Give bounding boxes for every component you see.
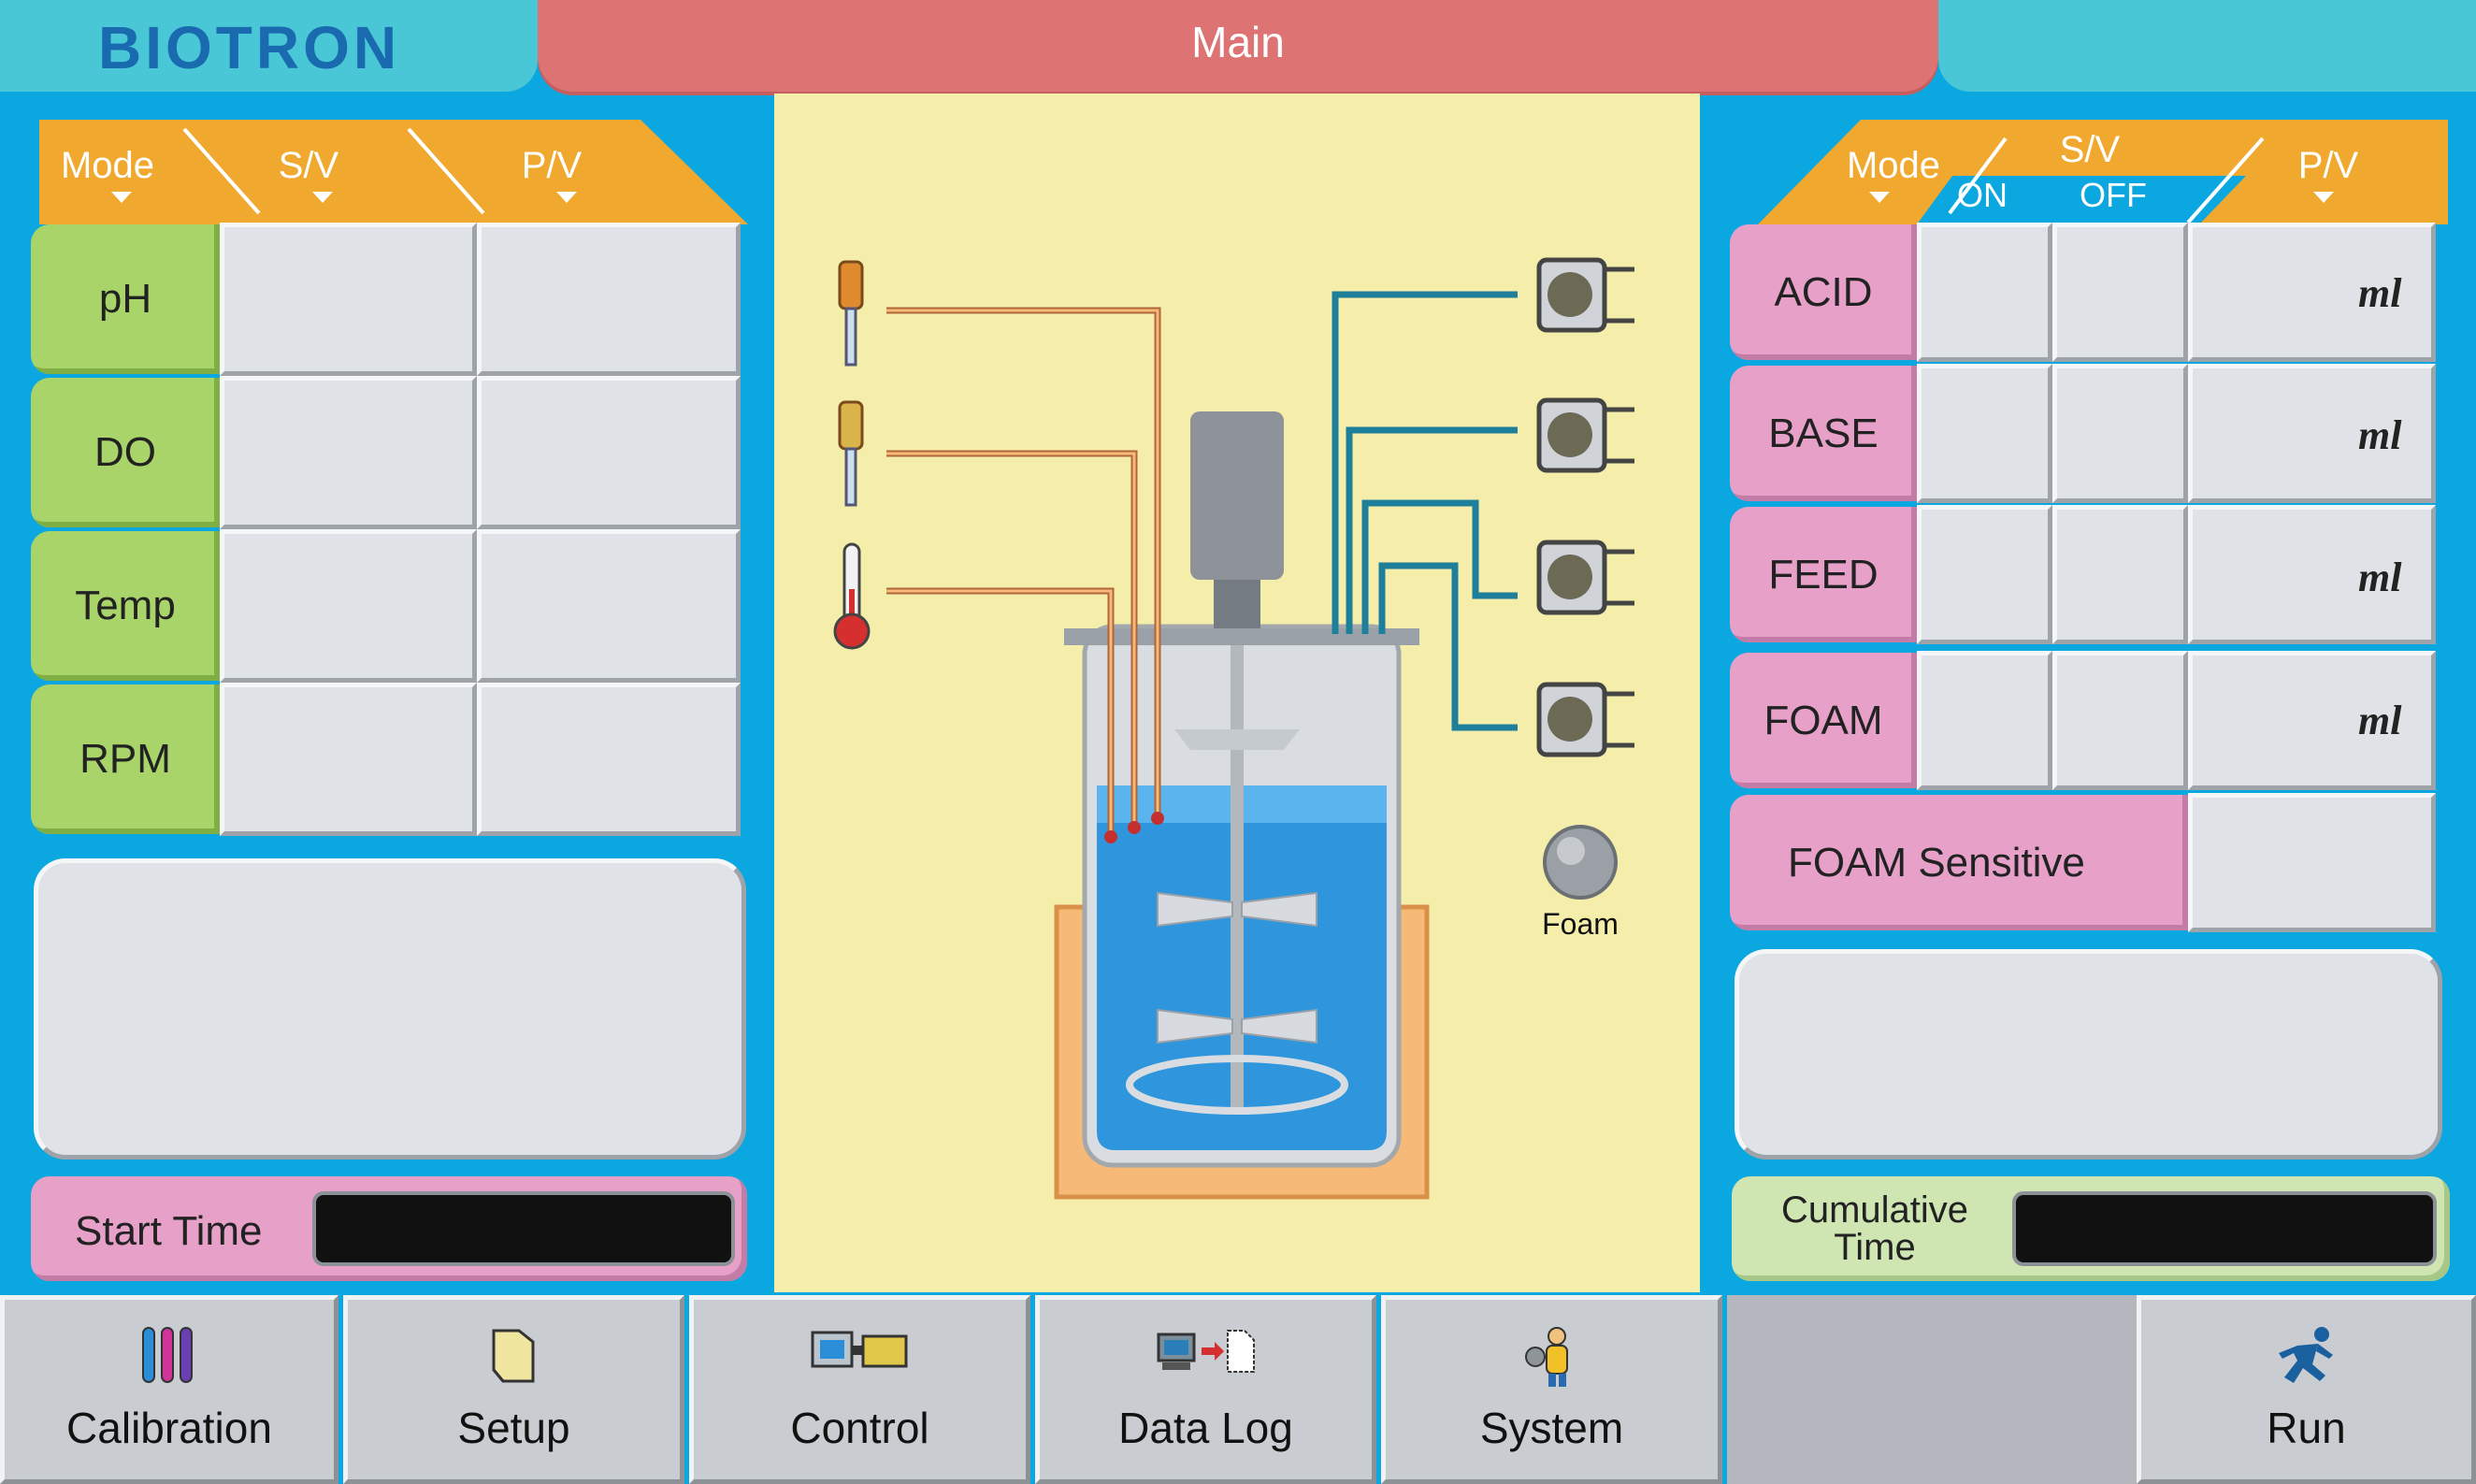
left-sv-header[interactable]: S/V: [278, 145, 339, 186]
mode-button-base[interactable]: BASE: [1730, 366, 1917, 501]
right-sv-header[interactable]: S/V: [2059, 129, 2121, 170]
do-sv-cell[interactable]: [220, 376, 477, 529]
data-log-icon: [1157, 1330, 1255, 1373]
left-sv-caret-icon: [312, 192, 333, 203]
biotron-logo: BIOTRON: [98, 14, 401, 81]
control-button[interactable]: Control: [689, 1295, 1030, 1484]
mode-button-rpm[interactable]: RPM: [31, 684, 220, 834]
feed-on-cell[interactable]: [1917, 505, 2052, 644]
ph-label: pH: [98, 276, 152, 322]
feed-label: FEED: [1768, 551, 1879, 598]
right-message-panel: [1735, 949, 2442, 1160]
run-label: Run: [2267, 1404, 2346, 1452]
mode-button-temp[interactable]: Temp: [31, 531, 220, 681]
mode-button-acid[interactable]: ACID: [1730, 224, 1917, 360]
toolbar-spacer: [1727, 1295, 2137, 1484]
folder-icon: [492, 1329, 534, 1383]
setup-label: Setup: [457, 1404, 570, 1452]
foam-sensitive-label: FOAM Sensitive: [1788, 839, 2085, 886]
cumulative-label-line1: Cumulative: [1780, 1189, 1969, 1231]
ph-sv-cell[interactable]: [220, 223, 477, 376]
calibration-button[interactable]: Calibration: [0, 1295, 338, 1484]
left-pv-header[interactable]: P/V: [521, 145, 583, 186]
data-log-label: Data Log: [1118, 1404, 1293, 1452]
system-user-icon: [1524, 1327, 1568, 1387]
left-message-panel: [34, 858, 746, 1160]
feed-off-cell[interactable]: [2052, 505, 2188, 644]
right-off-header: OFF: [2080, 176, 2147, 214]
temp-sv-cell[interactable]: [220, 529, 477, 683]
foam-sensor-icon[interactable]: [1538, 823, 1622, 907]
system-label: System: [1479, 1404, 1624, 1452]
foam-off-cell[interactable]: [2052, 651, 2188, 790]
right-pv-caret-icon: [2313, 192, 2334, 203]
mode-button-ph[interactable]: pH: [31, 224, 220, 374]
right-pv-header[interactable]: P/V: [2297, 145, 2359, 186]
start-time-label: Start Time: [75, 1208, 263, 1254]
running-man-icon: [2278, 1327, 2333, 1383]
acid-pv-cell: [2188, 223, 2436, 362]
base-unit: ml: [2358, 412, 2402, 458]
foam-pv-cell: [2188, 651, 2436, 790]
do-pv-cell: [477, 376, 741, 529]
do-label: DO: [94, 429, 156, 475]
right-mode-header[interactable]: Mode: [1846, 145, 1941, 186]
cumulative-time-label: Cumulative Time: [1749, 1191, 2001, 1266]
base-off-cell[interactable]: [2052, 364, 2188, 503]
acid-off-cell[interactable]: [2052, 223, 2188, 362]
header-left-tab: [0, 0, 538, 92]
left-mode-header[interactable]: Mode: [60, 145, 155, 186]
feed-unit: ml: [2358, 555, 2402, 600]
system-button[interactable]: System: [1381, 1295, 1722, 1484]
left-mode-caret-icon: [111, 192, 132, 203]
right-on-header: ON: [1957, 176, 2008, 214]
ph-pv-cell: [477, 223, 741, 376]
bioreactor-diagram: [833, 257, 1634, 1200]
foam-label: FOAM: [1763, 697, 1883, 743]
foam-unit: ml: [2358, 698, 2402, 743]
foam-sensor-label: Foam: [1542, 907, 1619, 941]
rpm-sv-cell[interactable]: [220, 683, 477, 836]
data-log-button[interactable]: Data Log: [1035, 1295, 1376, 1484]
acid-unit: ml: [2358, 270, 2402, 316]
foam-sensitive-cell[interactable]: [2188, 793, 2436, 932]
page-title: Main: [1191, 18, 1285, 66]
test-tubes-icon: [142, 1327, 193, 1383]
acid-label: ACID: [1774, 268, 1873, 315]
acid-on-cell[interactable]: [1917, 223, 2052, 362]
temp-label: Temp: [75, 583, 176, 628]
foam-on-cell[interactable]: [1917, 651, 2052, 790]
right-column-header: [1758, 120, 2448, 224]
feed-pv-cell: [2188, 505, 2436, 644]
foam-sensitive-button[interactable]: FOAM Sensitive: [1730, 795, 2188, 930]
control-label: Control: [790, 1404, 929, 1452]
header-right-tab: [1938, 0, 2476, 92]
mode-button-foam[interactable]: FOAM: [1730, 653, 1917, 788]
setup-button[interactable]: Setup: [343, 1295, 684, 1484]
base-label: BASE: [1768, 410, 1879, 456]
right-mode-caret-icon: [1869, 192, 1890, 203]
temp-pv-cell: [477, 529, 741, 683]
mode-button-feed[interactable]: FEED: [1730, 507, 1917, 642]
mode-button-do[interactable]: DO: [31, 378, 220, 527]
run-button[interactable]: Run: [2137, 1295, 2476, 1484]
base-pv-cell: [2188, 364, 2436, 503]
left-pv-caret-icon: [556, 192, 577, 203]
base-on-cell[interactable]: [1917, 364, 2052, 503]
header-main-tab: [538, 0, 1938, 92]
start-time-display: [312, 1191, 735, 1266]
rpm-pv-cell: [477, 683, 741, 836]
cumulative-time-display: [2012, 1191, 2437, 1266]
rpm-label: RPM: [79, 736, 171, 782]
controller-icon: [811, 1331, 907, 1368]
cumulative-label-line2: Time: [1834, 1227, 1916, 1268]
calibration-label: Calibration: [66, 1404, 272, 1452]
